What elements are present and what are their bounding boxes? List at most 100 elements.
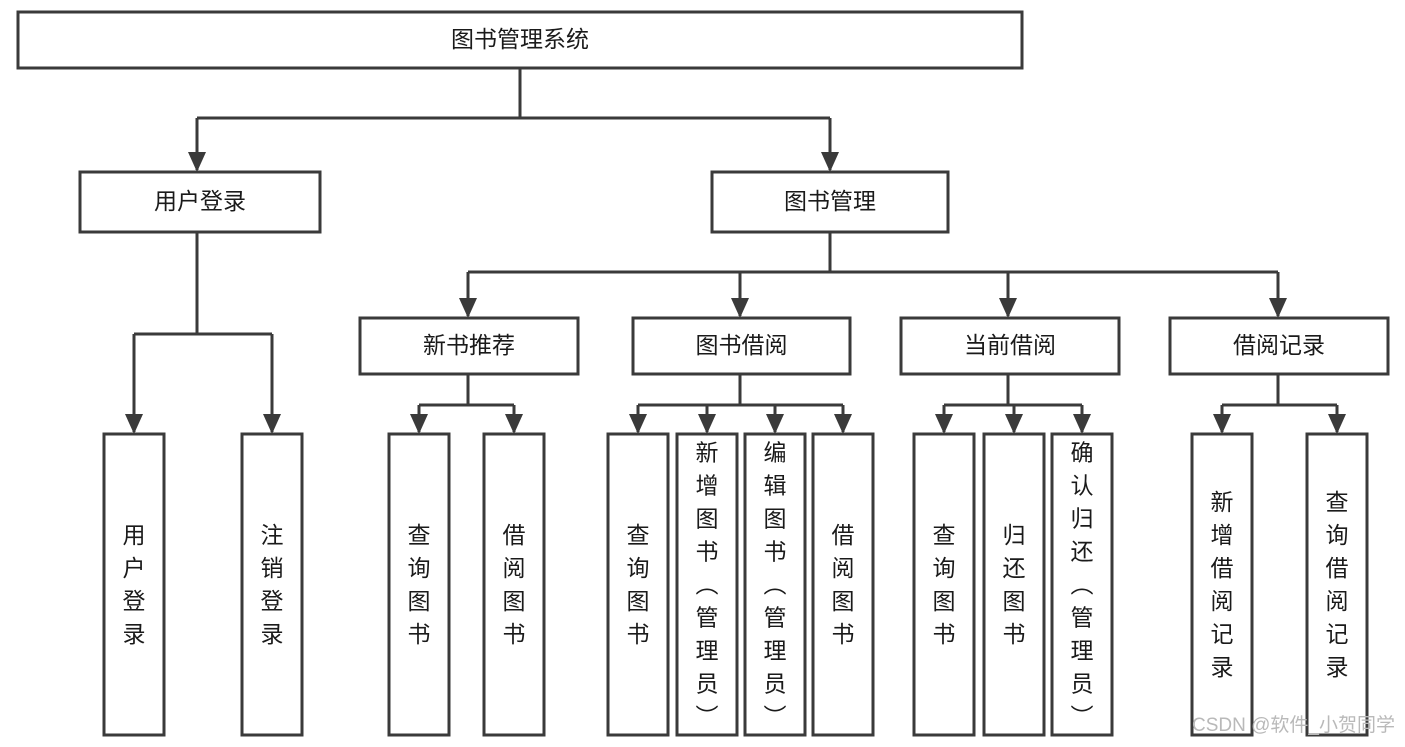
arrow-head-icon-leaf-0 bbox=[410, 414, 428, 434]
node-box-leaf-query-borrow-record[interactable] bbox=[1305, 432, 1369, 737]
node-box-leaf-query-book-borrow[interactable] bbox=[606, 432, 670, 737]
node-label-char-leaf-logout-2: 登 bbox=[261, 588, 284, 614]
node-label-char-leaf-user-login-1: 户 bbox=[123, 555, 146, 581]
node-box-new-book-recommend[interactable] bbox=[358, 316, 580, 376]
arrow-head-icon-root-0 bbox=[188, 152, 206, 172]
node-label-char-leaf-return-book-0: 归 bbox=[1003, 522, 1026, 548]
node-label-char-leaf-query-borrow-record-4: 记 bbox=[1326, 621, 1349, 647]
node-label-char-leaf-borrow-book-3: 书 bbox=[832, 621, 855, 647]
node-borrow-record[interactable]: 借阅记录 bbox=[1168, 316, 1390, 376]
node-root[interactable]: 图书管理系统 bbox=[16, 10, 1024, 70]
node-box-leaf-query-book-current[interactable] bbox=[912, 432, 976, 737]
node-box-leaf-borrow-book-recommend[interactable] bbox=[482, 432, 546, 737]
node-box-book-management[interactable] bbox=[710, 170, 950, 234]
node-label-char-leaf-confirm-return-admin-5: 管 bbox=[1071, 605, 1094, 631]
node-box-borrow-record[interactable] bbox=[1168, 316, 1390, 376]
node-label-char-leaf-borrow-book-recommend-0: 借 bbox=[503, 522, 526, 548]
node-label-char-leaf-query-book-recommend-0: 查 bbox=[408, 522, 431, 548]
node-book-management[interactable]: 图书管理 bbox=[710, 170, 950, 234]
node-label-char-leaf-query-book-current-3: 书 bbox=[933, 621, 956, 647]
node-label-user-login: 用户登录 bbox=[154, 188, 246, 214]
arrow-head-icon-leaf-5 bbox=[834, 414, 852, 434]
node-label-char-leaf-add-book-admin-1: 增 bbox=[696, 473, 719, 499]
node-box-root[interactable] bbox=[16, 10, 1024, 70]
node-current-borrow[interactable]: 当前借阅 bbox=[899, 316, 1121, 376]
node-label-char-leaf-add-borrow-record-1: 增 bbox=[1211, 522, 1234, 548]
node-label-char-leaf-add-book-admin-8: ︶ bbox=[696, 704, 719, 730]
node-label-char-leaf-edit-book-admin-2: 图 bbox=[764, 506, 787, 532]
node-label-char-leaf-logout-3: 录 bbox=[261, 621, 284, 647]
node-label-char-leaf-query-book-borrow-2: 图 bbox=[627, 588, 650, 614]
arrow-head-icon-book-mgmt-2 bbox=[999, 298, 1017, 318]
node-label-char-leaf-query-borrow-record-1: 询 bbox=[1326, 522, 1349, 548]
node-new-book-recommend[interactable]: 新书推荐 bbox=[358, 316, 580, 376]
node-box-leaf-add-borrow-record[interactable] bbox=[1190, 432, 1254, 737]
node-leaf-user-login[interactable]: 用户登录 bbox=[102, 432, 166, 737]
node-box-leaf-add-book-admin[interactable] bbox=[675, 432, 739, 737]
node-label-char-leaf-edit-book-admin-7: 员 bbox=[764, 671, 787, 697]
node-box-leaf-edit-book-admin[interactable] bbox=[743, 432, 807, 737]
node-label-char-leaf-add-borrow-record-4: 记 bbox=[1211, 621, 1234, 647]
node-box-leaf-borrow-book[interactable] bbox=[811, 432, 875, 737]
node-book-borrow[interactable]: 图书借阅 bbox=[631, 316, 852, 376]
node-box-leaf-return-book[interactable] bbox=[982, 432, 1046, 737]
node-label-char-leaf-confirm-return-admin-8: ︶ bbox=[1071, 704, 1094, 730]
node-box-user-login[interactable] bbox=[78, 170, 322, 234]
node-label-char-leaf-confirm-return-admin-7: 员 bbox=[1071, 671, 1094, 697]
node-label-char-leaf-confirm-return-admin-2: 归 bbox=[1071, 506, 1094, 532]
arrow-head-icon-leaf-9 bbox=[1213, 414, 1231, 434]
node-box-leaf-confirm-return-admin[interactable] bbox=[1050, 432, 1114, 737]
node-label-book-management: 图书管理 bbox=[784, 188, 876, 214]
arrow-head-icon-leaf-1 bbox=[505, 414, 523, 434]
node-label-char-leaf-borrow-book-recommend-1: 阅 bbox=[503, 555, 526, 581]
node-label-char-leaf-confirm-return-admin-0: 确 bbox=[1071, 440, 1094, 466]
node-label-char-leaf-query-book-borrow-3: 书 bbox=[627, 621, 650, 647]
node-label-char-leaf-confirm-return-admin-4: ︵ bbox=[1071, 572, 1094, 598]
node-label-char-leaf-edit-book-admin-6: 理 bbox=[764, 638, 787, 664]
node-label-char-leaf-query-borrow-record-5: 录 bbox=[1326, 654, 1349, 680]
node-label-new-book-recommend: 新书推荐 bbox=[423, 332, 515, 358]
node-label-char-leaf-query-borrow-record-2: 借 bbox=[1326, 555, 1349, 581]
node-label-borrow-record: 借阅记录 bbox=[1233, 332, 1325, 358]
node-user-login[interactable]: 用户登录 bbox=[78, 170, 322, 234]
node-box-leaf-query-book-recommend[interactable] bbox=[387, 432, 451, 737]
node-label-char-leaf-edit-book-admin-4: ︵ bbox=[764, 572, 787, 598]
node-label-current-borrow: 当前借阅 bbox=[964, 332, 1056, 358]
node-box-book-borrow[interactable] bbox=[631, 316, 852, 376]
node-label-char-leaf-borrow-book-1: 阅 bbox=[832, 555, 855, 581]
node-box-leaf-logout[interactable] bbox=[240, 432, 304, 737]
node-label-char-leaf-borrow-book-0: 借 bbox=[832, 522, 855, 548]
node-label-char-leaf-query-book-borrow-0: 查 bbox=[627, 522, 650, 548]
arrow-head-icon-book-mgmt-0 bbox=[459, 298, 477, 318]
node-label-char-leaf-return-book-1: 还 bbox=[1003, 555, 1026, 581]
arrow-head-icon-leaf-6 bbox=[935, 414, 953, 434]
arrow-head-icon-book-mgmt-3 bbox=[1269, 298, 1287, 318]
node-box-leaf-user-login[interactable] bbox=[102, 432, 166, 737]
node-label-char-leaf-edit-book-admin-3: 书 bbox=[764, 539, 787, 565]
node-label-char-leaf-add-borrow-record-2: 借 bbox=[1211, 555, 1234, 581]
node-label-char-leaf-add-book-admin-0: 新 bbox=[696, 440, 719, 466]
node-label-char-leaf-query-borrow-record-3: 阅 bbox=[1326, 588, 1349, 614]
node-label-char-leaf-add-book-admin-4: ︵ bbox=[696, 572, 719, 598]
node-label-char-leaf-edit-book-admin-8: ︶ bbox=[764, 704, 787, 730]
node-label-char-leaf-edit-book-admin-0: 编 bbox=[764, 440, 787, 466]
arrow-head-icon-leaf-7 bbox=[1005, 414, 1023, 434]
boxes-layer: 图书管理系统用户登录图书管理新书推荐图书借阅当前借阅借阅记录用户登录注销登录查询… bbox=[16, 10, 1390, 737]
node-label-char-leaf-add-book-admin-7: 员 bbox=[696, 671, 719, 697]
node-label-char-leaf-user-login-3: 录 bbox=[123, 621, 146, 647]
node-box-current-borrow[interactable] bbox=[899, 316, 1121, 376]
arrow-head-icon-user-login-1 bbox=[263, 414, 281, 434]
